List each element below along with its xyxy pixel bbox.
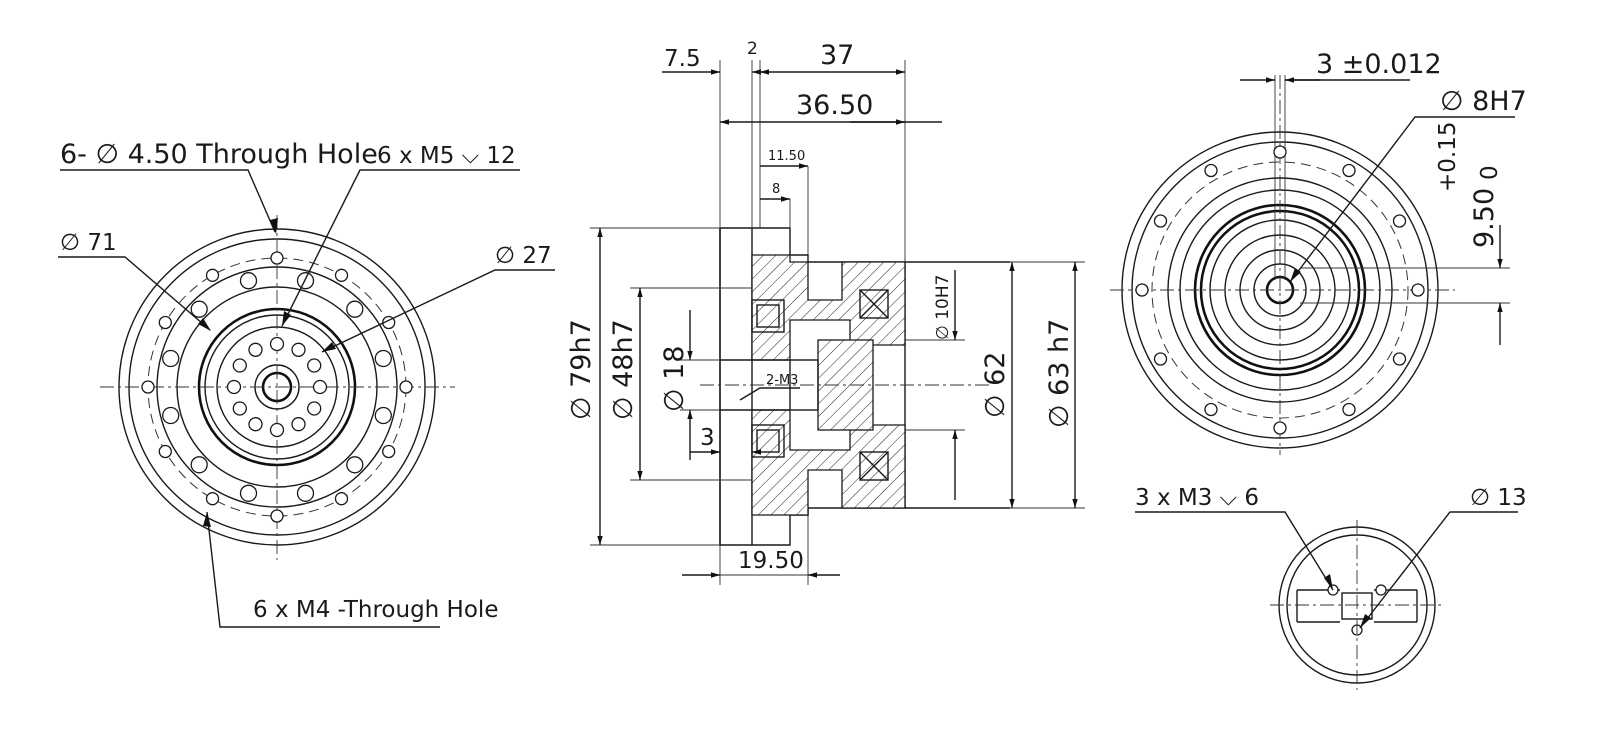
rear-bolt-hole <box>1153 214 1168 228</box>
output-hole <box>307 358 322 373</box>
rear-bolt-hole <box>1411 283 1425 297</box>
label-3-tolerance: 3 ±0.012 <box>1316 49 1442 80</box>
label-diameter-13: ∅ 13 <box>1470 485 1527 511</box>
mounting-hole <box>239 484 258 502</box>
mounting-hole <box>239 272 258 290</box>
output-hole <box>307 401 322 416</box>
label-37: 37 <box>820 40 854 71</box>
front-view-outline <box>100 215 455 560</box>
outer-bolt-hole <box>158 315 172 330</box>
outer-bolt-hole <box>382 444 396 459</box>
output-hole <box>226 379 242 395</box>
outer-bolt-hole <box>205 492 220 506</box>
mounting-hole <box>296 484 315 502</box>
front-view-holes <box>141 251 413 523</box>
mounting-hole <box>346 300 364 318</box>
rear-view-dimensions <box>1240 77 1515 345</box>
label-tolerance-upper: +0.15 <box>1435 122 1461 192</box>
mounting-hole <box>346 456 364 474</box>
output-hole <box>269 422 285 438</box>
label-diameter-48h7: ∅ 48h7 <box>608 319 639 420</box>
label-through-hole: 6- ∅ 4.50 Through Hole <box>60 139 378 170</box>
label-8: 8 <box>772 182 780 197</box>
rear-view <box>1110 75 1455 455</box>
output-hole <box>232 358 247 373</box>
front-view <box>100 215 455 560</box>
label-2-m3: 2-M3 <box>766 373 798 388</box>
label-diameter-18: ∅ 18 <box>659 346 690 412</box>
label-diameter-79h7: ∅ 79h7 <box>566 319 597 420</box>
rear-bolt-hole <box>1392 214 1407 228</box>
rear-bolt-hole <box>1342 163 1356 178</box>
outer-bolt-hole <box>270 509 284 523</box>
output-hole <box>248 417 263 432</box>
label-tolerance-lower: 0 <box>1477 165 1503 180</box>
mounting-hole <box>162 406 180 425</box>
outer-bolt-hole <box>334 268 349 282</box>
output-hole <box>232 401 247 416</box>
outer-bolt-hole <box>399 380 413 394</box>
label-diameter-62: ∅ 62 <box>980 352 1011 418</box>
outer-bolt-hole <box>205 268 220 282</box>
label-diameter-27: ∅ 27 <box>495 243 552 269</box>
mounting-hole <box>190 300 208 318</box>
rear-bolt-hole <box>1153 352 1168 366</box>
label-m3-thread: 3 x M3 ⌵ 6 <box>1135 485 1259 511</box>
outer-bolt-hole <box>334 492 349 506</box>
label-11-50: 11.50 <box>768 149 805 164</box>
label-diameter-63h7: ∅ 63 h7 <box>1044 319 1075 428</box>
rear-bolt-hole <box>1204 163 1218 178</box>
mounting-hole <box>190 456 208 474</box>
label-36-50: 36.50 <box>796 90 873 121</box>
label-3: 3 <box>700 425 715 451</box>
label-19-50: 19.50 <box>738 548 804 574</box>
outer-bolt-hole <box>270 251 284 265</box>
outer-bolt-hole <box>141 380 155 394</box>
rear-bolt-hole <box>1273 421 1287 435</box>
label-2: 2 <box>747 39 758 59</box>
label-m5-thread: 6 x M5 ⌵ 12 <box>377 143 516 169</box>
rear-bolt-hole <box>1342 402 1356 417</box>
mounting-hole <box>162 349 180 368</box>
output-hole <box>269 336 285 352</box>
outer-bolt-hole <box>158 444 172 459</box>
output-hole <box>291 417 306 432</box>
label-9-50: 9.50 <box>1469 188 1500 248</box>
section-view <box>700 227 1010 546</box>
label-diameter-8h7: ∅ 8H7 <box>1440 86 1527 117</box>
output-hole <box>312 379 328 395</box>
mounting-hole <box>296 272 315 290</box>
rear-bolt-hole <box>1204 402 1218 417</box>
mounting-hole <box>374 349 392 368</box>
mounting-hole <box>374 406 392 425</box>
section-dimensions <box>590 60 1085 585</box>
rear-bolt-hole <box>1135 283 1149 297</box>
rear-bolt-hole <box>1273 145 1287 159</box>
detail-view <box>1135 511 1518 690</box>
output-hole <box>248 342 263 357</box>
front-view-leaders <box>58 169 555 628</box>
output-hole <box>291 342 306 357</box>
rear-bolt-hole <box>1392 352 1407 366</box>
label-diameter-71: ∅ 71 <box>60 230 117 256</box>
label-diameter-10h7: ∅ 10H7 <box>933 275 953 340</box>
rear-view-holes <box>1135 145 1425 435</box>
label-7-5: 7.5 <box>664 46 701 72</box>
label-m4-through-hole: 6 x M4 -Through Hole <box>253 597 498 623</box>
